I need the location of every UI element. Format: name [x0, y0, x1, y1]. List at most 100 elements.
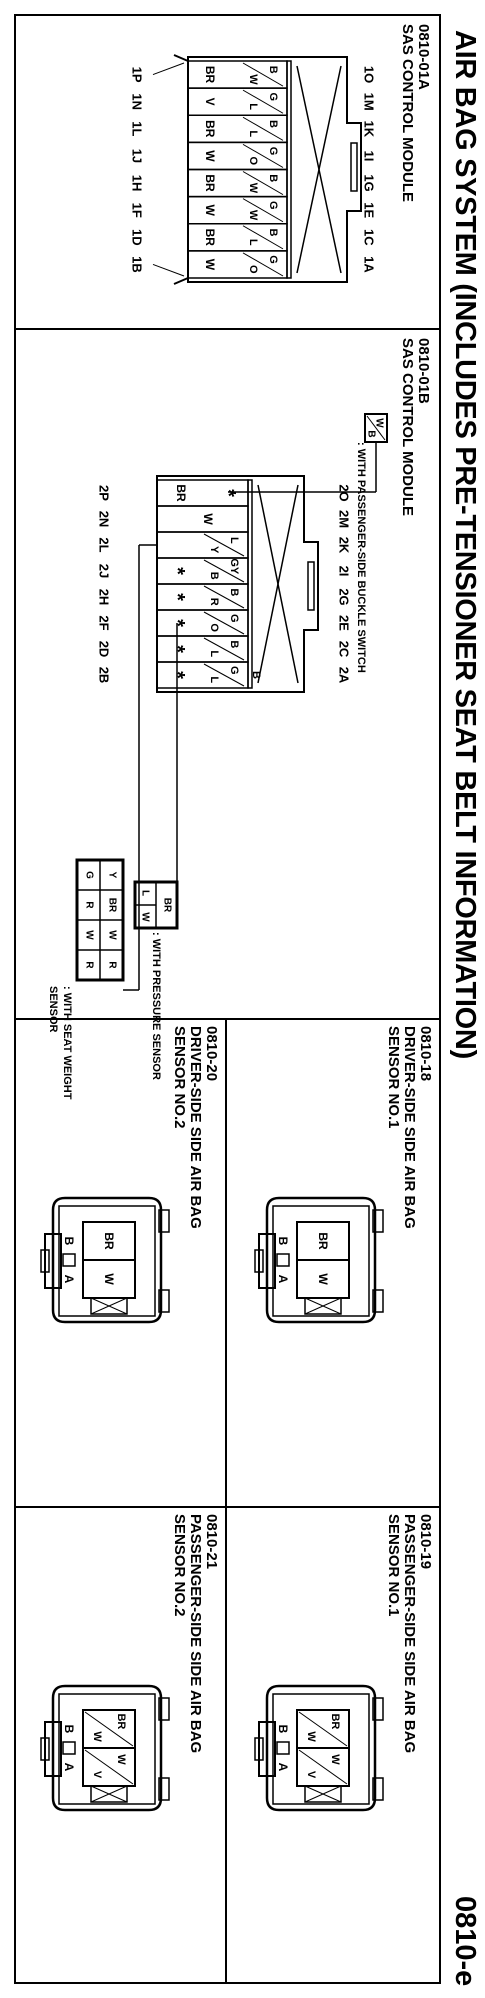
- sensor-inner-wall: [272, 1205, 370, 1317]
- cavity-cross: [304, 1785, 342, 1803]
- pin-number-bottom: 1N: [130, 93, 145, 110]
- pin-number-bottom: 1L: [130, 121, 145, 136]
- wire-color-label: L: [247, 239, 259, 246]
- wire-color-label: B: [228, 588, 240, 596]
- panel-0810-21: 0810-21 PASSENGER-SIDE SIDE AIR BAG SENS…: [14, 1506, 227, 1984]
- wire-color-label: BR: [162, 898, 173, 913]
- pin-number-bottom: 2H: [97, 589, 112, 606]
- pin-number-top: 2K: [337, 537, 352, 554]
- stripe-divider: [84, 1749, 134, 1785]
- wire-color-label: B: [250, 671, 262, 679]
- stripe-divider: [242, 116, 284, 141]
- wire-color-label: BR: [203, 120, 217, 138]
- stripe-divider: [203, 611, 245, 635]
- pin-letter: A: [62, 1763, 76, 1772]
- wire-color-label: B: [267, 174, 279, 182]
- stripe-divider: [242, 198, 284, 223]
- pin-marker: [62, 1741, 76, 1755]
- wire-color-label: R: [84, 901, 95, 909]
- weight-note: : WITH SEAT WEIGHT: [61, 986, 73, 1100]
- wire-color-label: G: [267, 147, 279, 156]
- pin-marker: [62, 1253, 76, 1267]
- sensor-key: [372, 1777, 384, 1801]
- panel-0810-18: 0810-18 DRIVER-SIDE SIDE AIR BAG SENSOR …: [225, 1018, 441, 1508]
- wire-color-label: W: [247, 74, 259, 85]
- wire-color-label: BR: [107, 898, 118, 913]
- terminal-cell: [156, 661, 249, 689]
- sensor-lock: [258, 1233, 276, 1289]
- sensor-housing: [51, 1196, 163, 1324]
- sensor-lock-tab: [40, 1737, 50, 1761]
- sensor-lock: [44, 1233, 62, 1289]
- wire-color-label: W: [84, 930, 95, 940]
- wire-color-label: L: [228, 537, 240, 544]
- sensor-inner-wall: [272, 1693, 370, 1805]
- pin-number-top: 2G: [337, 588, 352, 605]
- wire-color-label: B: [208, 572, 220, 580]
- pin-number-bottom: 1P: [130, 67, 145, 83]
- stripe-divider: [298, 1749, 348, 1785]
- dummy-cavity: [90, 1297, 128, 1315]
- stripe-divider: [242, 89, 284, 114]
- stripe-divider: [242, 143, 284, 168]
- wire-color-label: W: [329, 1754, 341, 1765]
- wire-color-label: BR: [203, 229, 217, 247]
- pressure-note: : WITH PRESSURE SENSOR: [150, 932, 162, 1080]
- stripe-divider: [203, 533, 245, 557]
- wire-color-label: O: [208, 623, 220, 632]
- panel-0810-19: 0810-19 PASSENGER-SIDE SIDE AIR BAG SENS…: [225, 1506, 441, 1984]
- wire-color-label: BR: [102, 1232, 116, 1250]
- pin-letter: A: [276, 1763, 290, 1772]
- wire-color-label: BR: [115, 1713, 127, 1729]
- sensor-housing: [265, 1196, 377, 1324]
- pin-number-top: 2O: [337, 484, 352, 501]
- wire-color-label: L: [140, 890, 151, 896]
- wire-color-label: W: [203, 205, 217, 217]
- pin-number-top: 1O: [362, 66, 377, 83]
- weight-note: SENSOR: [47, 986, 59, 1033]
- stripe-divider: [203, 637, 245, 661]
- pin-letter: B: [62, 1725, 76, 1734]
- wire-color-label: V: [91, 1771, 103, 1779]
- sensor-lock-tab: [40, 1249, 50, 1273]
- pin-number-top: 1C: [362, 229, 377, 246]
- pin-letter: B: [62, 1237, 76, 1246]
- wire-color-label: O: [247, 157, 259, 166]
- wire-color-label: L: [208, 676, 220, 683]
- pin-number-top: 2C: [337, 641, 352, 658]
- cavity-cross: [90, 1297, 128, 1315]
- wire-color-label: W: [203, 259, 217, 271]
- wire-color-label: W: [102, 1273, 116, 1285]
- page-id: 0810-e: [449, 1896, 481, 1987]
- pin-number-bottom: 2P: [97, 485, 112, 501]
- pin-pointer: [152, 263, 185, 277]
- dummy-cavity: [90, 1785, 128, 1803]
- wire-color-label: BR: [316, 1232, 330, 1250]
- wire-color-label: B: [267, 228, 279, 236]
- wire-color-label: W: [203, 150, 217, 162]
- wire-color-label: BR: [203, 174, 217, 192]
- pin-number-top: 1E: [362, 202, 377, 218]
- sensor-key: [158, 1209, 170, 1233]
- wire-color-label: W: [91, 1731, 103, 1742]
- wire-color-label: W: [201, 513, 215, 525]
- wire-color-label: W: [247, 210, 259, 221]
- stripe-divider: [242, 252, 284, 277]
- wire-color-label: BR: [174, 484, 188, 502]
- wire-color-label: W: [316, 1273, 330, 1285]
- wire-color-label: W: [115, 1754, 127, 1765]
- wire-color-label: Y: [107, 872, 118, 879]
- panel-0810-20: 0810-20 DRIVER-SIDE SIDE AIR BAG SENSOR …: [14, 1018, 227, 1508]
- pin-number-top: 2I: [337, 566, 352, 577]
- wire-color-label: G: [228, 614, 240, 623]
- stripe-divider: [203, 585, 245, 609]
- pin-number-bottom: 2L: [97, 537, 112, 552]
- pin-letter: A: [62, 1275, 76, 1284]
- cavity-cross: [90, 1785, 128, 1803]
- stripe-divider: [203, 663, 245, 687]
- wire-color-label: GY: [228, 558, 240, 575]
